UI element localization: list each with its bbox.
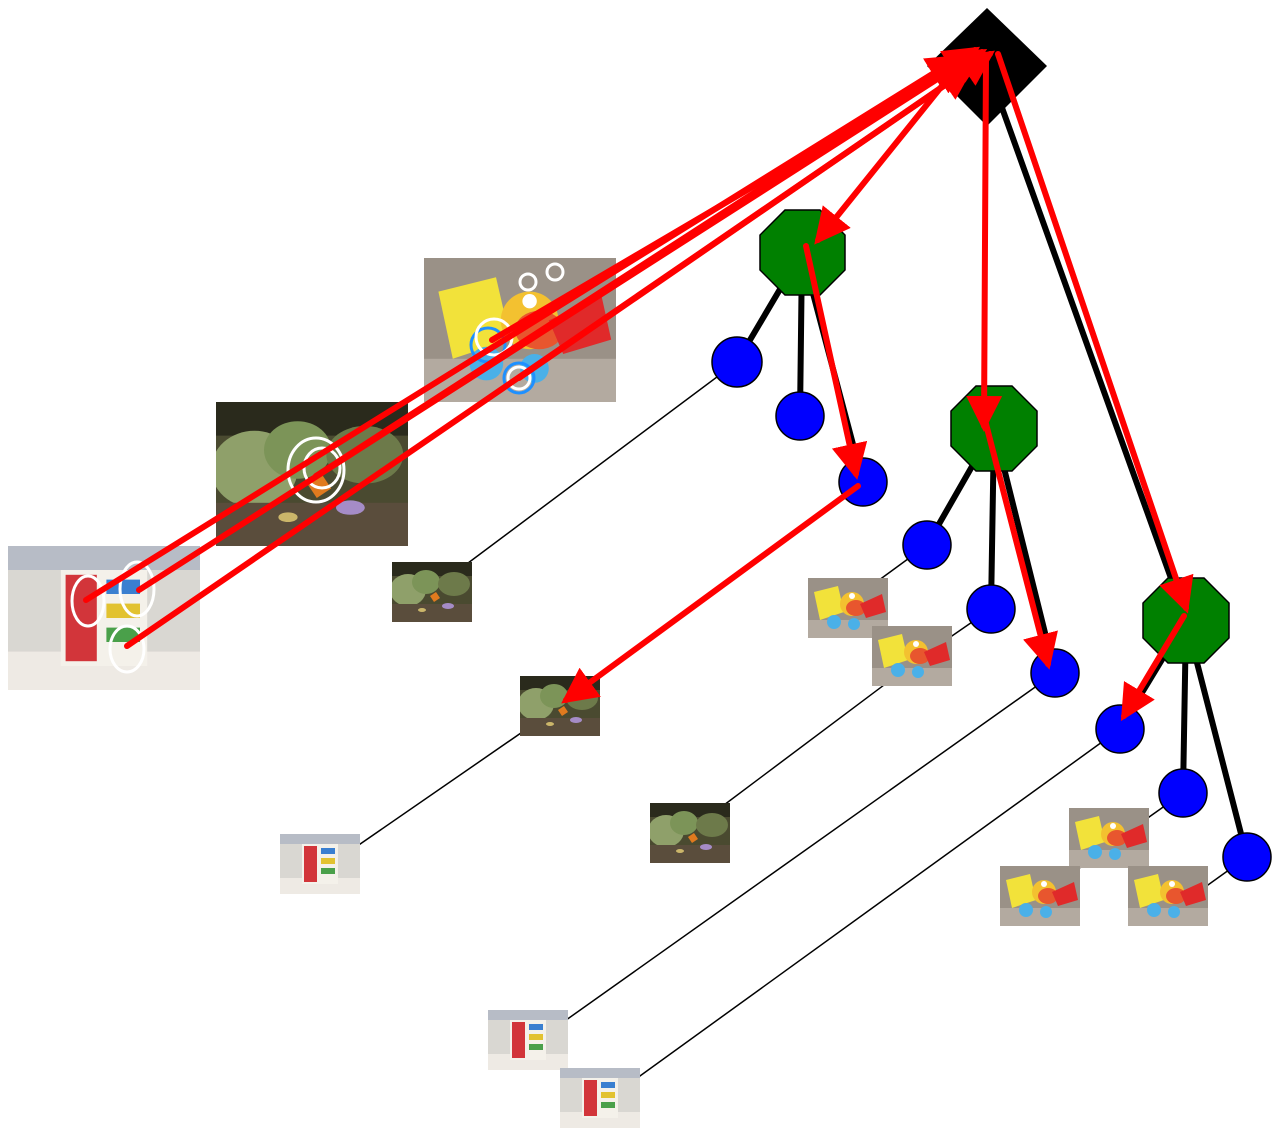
leaf-node — [838, 457, 888, 507]
feature-ellipse — [286, 436, 346, 504]
internal-to-leaf-arrow — [983, 421, 1058, 670]
feature-ellipse — [506, 365, 532, 391]
leaf-link — [544, 672, 1056, 1036]
leaf-node — [1158, 768, 1208, 818]
leaf-link — [614, 728, 1121, 1095]
thumbnail-box — [560, 1068, 640, 1128]
query-descent-arrows — [83, 46, 1194, 722]
leaf-node — [966, 584, 1016, 634]
thumbnail-duck — [1000, 866, 1080, 926]
thumbnail-flower — [650, 803, 730, 863]
internal-to-leaf-arrow — [803, 243, 868, 480]
leaf-node — [1095, 704, 1145, 754]
feature-to-root-arrow — [489, 48, 988, 343]
thumbnail-box — [280, 834, 360, 894]
feature-ellipse — [108, 624, 146, 674]
feature-ellipse — [518, 272, 538, 292]
feature-ellipse — [502, 361, 536, 395]
leaf-node — [902, 520, 952, 570]
root-to-internal-arrow — [814, 63, 961, 245]
leaf-node — [1030, 648, 1080, 698]
feature-ellipse — [70, 574, 106, 628]
feature-ellipse — [118, 560, 156, 618]
thumbnail-flower — [392, 562, 472, 622]
tree-edge — [984, 63, 1189, 623]
internal-node — [1142, 577, 1230, 664]
thumbnail-duck — [1069, 808, 1149, 868]
thumbnail-duck — [1128, 866, 1208, 926]
feature-to-root-arrow — [516, 50, 995, 381]
leaf-link — [447, 361, 738, 579]
internal-to-leaf-arrow — [1120, 613, 1187, 722]
thumbnail-box — [488, 1010, 568, 1070]
leaf-node — [1222, 832, 1272, 882]
root-to-internal-arrow — [995, 51, 1194, 614]
inverted-file-thumbnails — [280, 562, 1208, 1128]
leaf-to-file-arrow — [561, 483, 861, 704]
query-image-box — [8, 546, 200, 690]
leaf-node — [775, 391, 825, 441]
thumbnail-duck — [872, 626, 952, 686]
leaf-node — [711, 336, 763, 388]
root-to-internal-arrow — [966, 55, 1003, 432]
feature-ellipse — [545, 262, 565, 282]
